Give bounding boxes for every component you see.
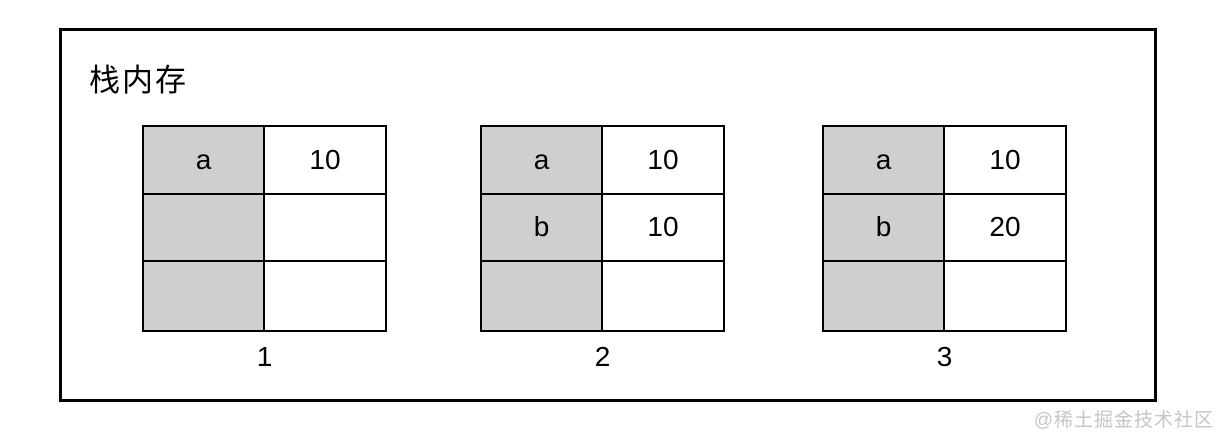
table-row [144,262,385,330]
var-name-cell: b [824,194,945,261]
step-label-1: 1 [256,341,273,372]
var-name-cell: a [482,127,603,193]
table-row: a 10 [144,127,385,195]
stack-memory-box: 栈内存 a 10 1 a 10 b 10 [59,28,1157,402]
var-name-cell: a [824,127,945,193]
watermark: @稀土掘金技术社区 [1033,410,1214,431]
var-value-cell [265,262,385,330]
table-row [824,262,1065,330]
var-name-cell [824,262,945,330]
memory-table-step-2: a 10 b 10 [480,125,725,332]
var-name-cell: a [144,127,265,193]
table-row [482,262,723,330]
var-value-cell [945,262,1065,330]
var-name-cell [482,262,603,330]
memory-table-step-1: a 10 [142,125,387,332]
table-row: b 20 [824,194,1065,263]
var-value-cell: 10 [603,194,723,261]
var-value-cell [265,194,385,261]
var-value-cell: 10 [945,127,1065,193]
table-row [144,194,385,263]
step-label-3: 3 [936,341,953,372]
var-name-cell: b [482,194,603,261]
var-name-cell [144,194,265,261]
var-name-cell [144,262,265,330]
var-value-cell: 10 [265,127,385,193]
memory-table-step-3: a 10 b 20 [822,125,1067,332]
var-value-cell: 10 [603,127,723,193]
table-row: a 10 [824,127,1065,195]
table-row: a 10 [482,127,723,195]
table-row: b 10 [482,194,723,263]
stack-memory-title: 栈内存 [89,63,188,98]
var-value-cell: 20 [945,194,1065,261]
var-value-cell [603,262,723,330]
step-label-2: 2 [594,341,611,372]
